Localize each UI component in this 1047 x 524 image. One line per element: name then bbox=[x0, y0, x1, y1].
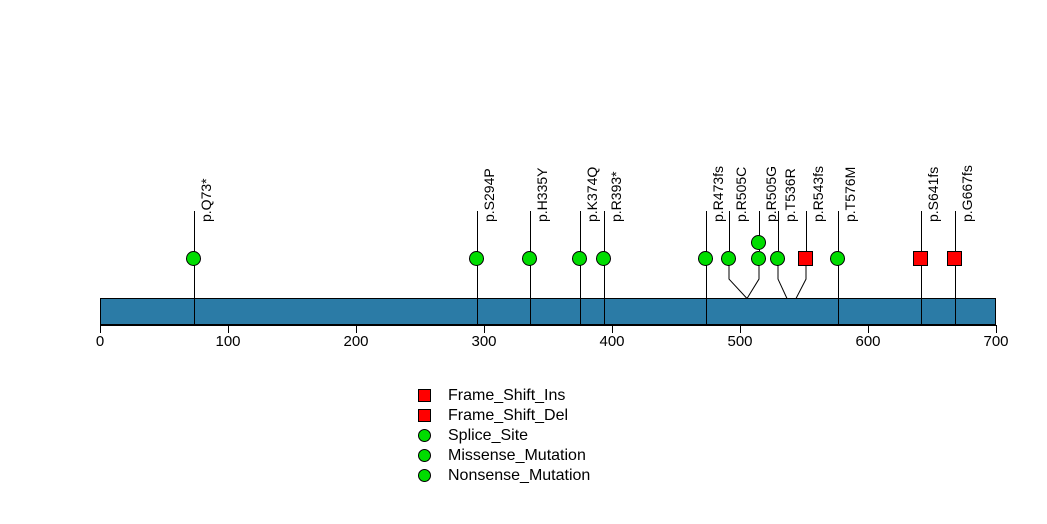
axis-tick-label: 300 bbox=[471, 333, 497, 350]
lollipop-stem-upper bbox=[778, 210, 779, 251]
mutation-marker-circle[interactable] bbox=[522, 250, 537, 266]
lollipop-stem bbox=[921, 210, 922, 325]
lollipop-stem-bent bbox=[746, 264, 759, 299]
mutation-marker-circle[interactable] bbox=[830, 250, 845, 266]
mutation-label: p.G667fs bbox=[958, 165, 975, 222]
lollipop-stem bbox=[477, 210, 478, 325]
mutation-marker-circle[interactable] bbox=[572, 250, 587, 266]
lollipop-stem-upper bbox=[759, 210, 760, 251]
axis-tick bbox=[868, 325, 869, 333]
lollipop-stem bbox=[530, 210, 531, 325]
protein-backbone-bar bbox=[100, 298, 996, 325]
lollipop-stem-bent bbox=[728, 264, 747, 299]
mutation-label: p.R505G bbox=[762, 165, 779, 222]
legend-label: Missense_Mutation bbox=[448, 447, 586, 464]
legend-key-circle bbox=[418, 469, 431, 482]
mutation-marker-circle[interactable] bbox=[751, 250, 766, 266]
lollipop-stem bbox=[604, 210, 605, 325]
axis-tick bbox=[740, 325, 741, 333]
mutation-label: p.R505C bbox=[732, 166, 749, 222]
axis-tick-label: 200 bbox=[343, 333, 369, 350]
lollipop-stem-bent bbox=[777, 264, 787, 299]
lollipop-stem bbox=[194, 210, 195, 325]
legend-key-circle bbox=[418, 449, 431, 462]
mutation-label: p.R473fs bbox=[709, 165, 726, 222]
lollipop-stem bbox=[838, 210, 839, 325]
mutation-marker-circle[interactable] bbox=[596, 250, 611, 266]
axis-tick bbox=[228, 325, 229, 333]
legend-key-square bbox=[418, 409, 431, 422]
mutation-marker-circle[interactable] bbox=[770, 250, 785, 266]
lollipop-stem-bent bbox=[795, 264, 806, 299]
mutation-label: p.R393* bbox=[607, 171, 624, 222]
mutation-marker-circle[interactable] bbox=[469, 250, 484, 266]
mutation-label: p.S294P bbox=[480, 168, 497, 222]
mutation-label: p.T576M bbox=[841, 166, 858, 222]
axis-baseline bbox=[100, 325, 996, 326]
mutation-label: p.R543fs bbox=[809, 165, 826, 222]
axis-tick bbox=[100, 325, 101, 333]
lollipop-stem bbox=[706, 210, 707, 325]
mutation-label: p.T536R bbox=[781, 168, 798, 222]
mutation-label: p.S641fs bbox=[924, 166, 941, 222]
axis-tick-label: 0 bbox=[95, 333, 105, 350]
mutation-marker-circle[interactable] bbox=[698, 250, 713, 266]
mutation-marker-circle[interactable] bbox=[186, 250, 201, 266]
legend-key-circle bbox=[418, 429, 431, 442]
mutation-label: p.H335Y bbox=[533, 167, 550, 222]
mutation-marker-square[interactable] bbox=[913, 250, 928, 266]
mutation-marker-square[interactable] bbox=[798, 250, 813, 266]
legend-label: Frame_Shift_Del bbox=[448, 407, 569, 424]
axis-tick bbox=[484, 325, 485, 333]
lollipop-stem bbox=[955, 210, 956, 325]
mutation-marker-circle[interactable] bbox=[751, 234, 766, 250]
legend-label: Frame_Shift_Ins bbox=[448, 387, 566, 404]
axis-tick-label: 100 bbox=[215, 333, 241, 350]
axis-tick-label: 400 bbox=[599, 333, 625, 350]
axis-tick bbox=[612, 325, 613, 333]
mutation-label: p.Q73* bbox=[197, 178, 214, 222]
axis-tick-label: 700 bbox=[983, 333, 1009, 350]
axis-tick bbox=[356, 325, 357, 333]
legend-label: Splice_Site bbox=[448, 427, 529, 444]
axis-tick bbox=[996, 325, 997, 333]
lollipop-stem-upper bbox=[806, 210, 807, 251]
lollipop-stem bbox=[580, 210, 581, 325]
legend-key-square bbox=[418, 389, 431, 402]
axis-tick-label: 600 bbox=[855, 333, 881, 350]
mutation-marker-circle[interactable] bbox=[721, 250, 736, 266]
legend-label: Nonsense_Mutation bbox=[448, 467, 591, 484]
mutation-label: p.K374Q bbox=[583, 166, 600, 222]
mutation-marker-square[interactable] bbox=[947, 250, 962, 266]
lollipop-stem-upper bbox=[729, 210, 730, 251]
axis-tick-label: 500 bbox=[727, 333, 753, 350]
